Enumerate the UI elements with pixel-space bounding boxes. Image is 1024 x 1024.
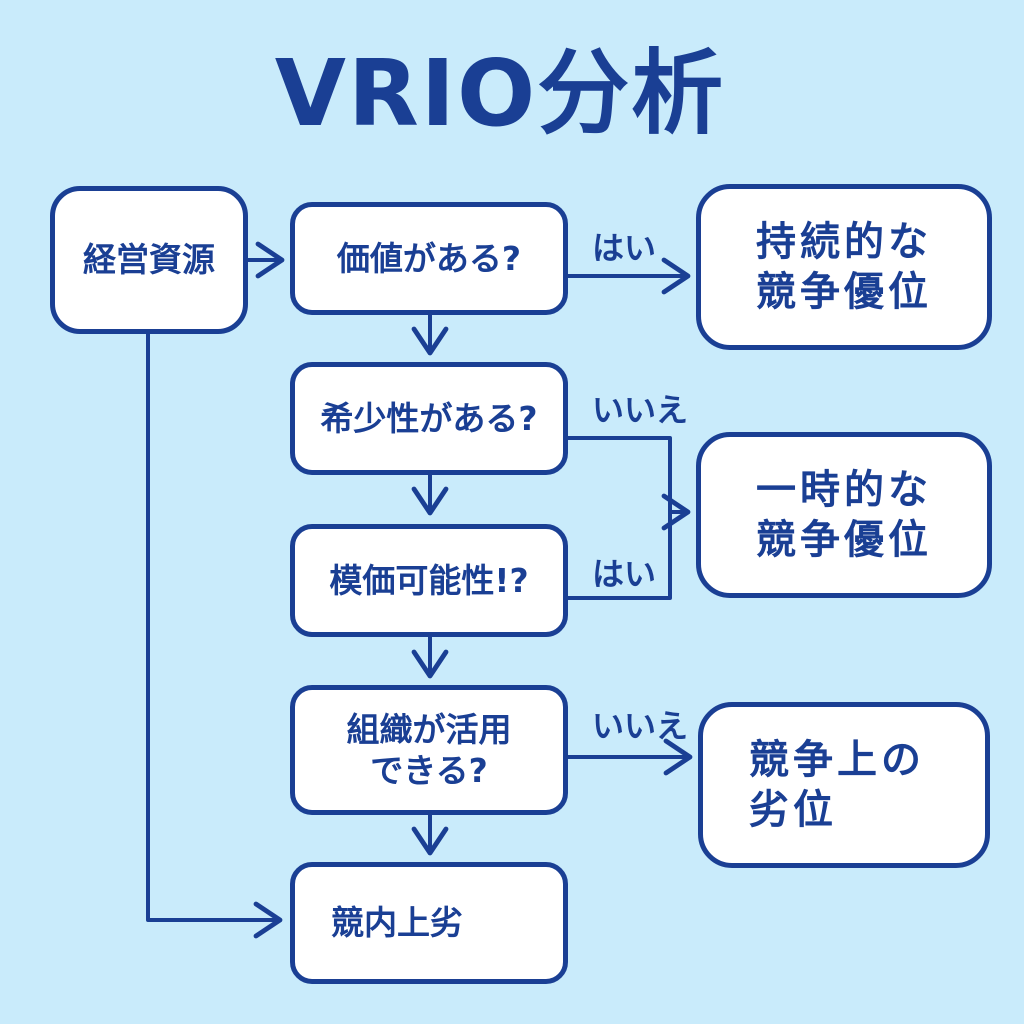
node-rarity: 希少性がある? <box>290 362 568 475</box>
node-temporary-advantage-label: 一時的な 競争優位 <box>756 467 932 563</box>
line-rarity-no <box>566 436 672 514</box>
node-value: 価値がある? <box>290 202 568 315</box>
node-imitability-label: 模価可能性!? <box>329 560 529 600</box>
node-competitive-parity: 競内上劣 <box>290 862 568 984</box>
node-rarity-label: 希少性がある? <box>320 398 538 438</box>
node-resources-label: 経営資源 <box>83 240 215 280</box>
node-organization-label: 組織が活用 できる? <box>346 709 512 790</box>
edge-label-organization-no: いいえ <box>592 707 689 745</box>
node-resources: 経営資源 <box>50 186 248 334</box>
line-imitability-yes <box>566 510 672 600</box>
node-sustained-advantage: 持続的な 競争優位 <box>696 184 992 350</box>
edge-label-rarity-no: いいえ <box>592 391 689 429</box>
node-value-label: 価値がある? <box>336 238 522 278</box>
node-organization: 組織が活用 できる? <box>290 685 568 815</box>
edge-label-imitability-yes: はい <box>592 555 657 593</box>
node-competitive-parity-label: 競内上劣 <box>331 903 463 943</box>
diagram-title: VRIO分析 <box>274 40 726 147</box>
node-competitive-disadvantage-label: 競争上の 劣位 <box>749 737 925 833</box>
node-imitability: 模価可能性!? <box>290 524 568 637</box>
node-temporary-advantage: 一時的な 競争優位 <box>696 432 992 598</box>
node-sustained-advantage-label: 持続的な 競争優位 <box>756 219 932 315</box>
arrow-resources-to-parity <box>146 332 283 939</box>
edge-label-value-yes: はい <box>592 229 657 267</box>
node-competitive-disadvantage: 競争上の 劣位 <box>698 702 990 868</box>
